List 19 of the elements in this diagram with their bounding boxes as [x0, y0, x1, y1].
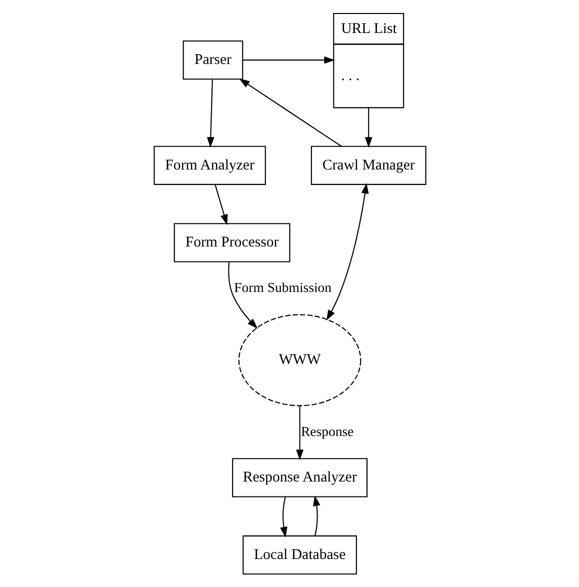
node-box: Crawl Manager [310, 146, 426, 185]
arrow [296, 406, 303, 460]
node-box: Parser [182, 40, 243, 80]
arrow [228, 262, 258, 329]
node-ellipse: WWW [238, 314, 361, 406]
arrow [242, 56, 334, 64]
edge-label: Form Submission [234, 280, 332, 295]
arrow [280, 496, 287, 538]
arrow [326, 183, 368, 321]
node-box: Local Database [242, 535, 356, 575]
arrow [364, 107, 372, 148]
edge-label: Response [300, 424, 354, 439]
node-box: Response Analyzer [232, 458, 368, 498]
arrow [206, 80, 214, 148]
arrow [312, 495, 320, 536]
arrow [214, 184, 228, 226]
node-box: Form Analyzer [153, 146, 266, 185]
arrow [238, 78, 342, 147]
node-box: Form Processor [173, 223, 290, 262]
